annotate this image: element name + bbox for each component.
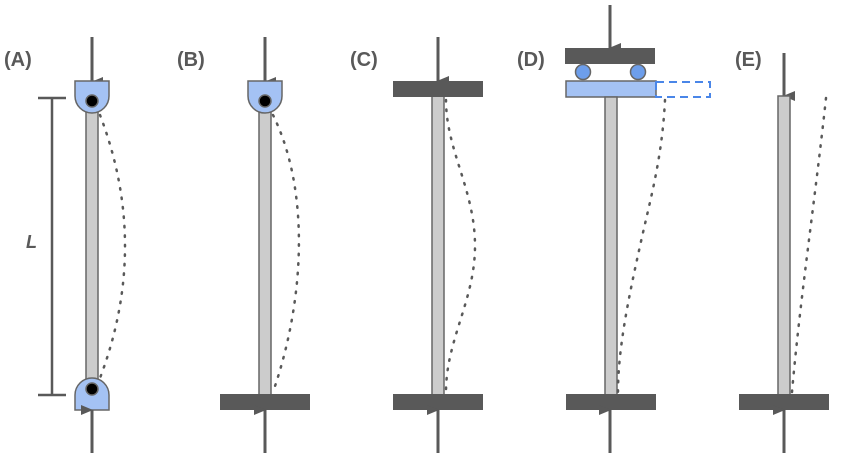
case-e — [739, 53, 829, 453]
column — [85, 111, 99, 381]
roller-icon — [574, 63, 592, 81]
case-c — [393, 37, 483, 453]
deflected-shape — [98, 113, 127, 380]
case-b — [220, 37, 310, 453]
case-d — [565, 5, 711, 453]
deflected-shape — [444, 98, 477, 394]
fixed-base-plate — [393, 394, 483, 410]
top-loading-plate — [565, 48, 655, 64]
sway-position-outline — [655, 81, 711, 98]
deflected-shape — [790, 96, 828, 394]
deflected-shape — [616, 98, 667, 394]
fixed-base-plate — [566, 394, 656, 410]
case-label-e: (E) — [735, 49, 762, 71]
length-dimension — [38, 96, 66, 397]
case-label-d: (D) — [517, 49, 545, 71]
case-label-b: (B) — [177, 49, 205, 71]
length-label: L — [26, 232, 37, 252]
pin-icon — [85, 94, 99, 108]
case-label-a: (A) — [4, 49, 32, 71]
case-a — [74, 37, 127, 453]
sliding-plate — [565, 80, 657, 98]
case-label-c: (C) — [350, 49, 378, 71]
fixed-base-plate — [739, 394, 829, 410]
column — [258, 111, 272, 396]
column — [777, 95, 791, 396]
fixed-base-plate — [220, 394, 310, 410]
deflected-shape — [271, 113, 301, 394]
pin-icon — [85, 382, 99, 396]
roller-icon — [629, 63, 647, 81]
pin-icon — [258, 94, 272, 108]
column — [431, 95, 445, 396]
column — [604, 96, 618, 396]
fixed-top-plate — [393, 81, 483, 97]
